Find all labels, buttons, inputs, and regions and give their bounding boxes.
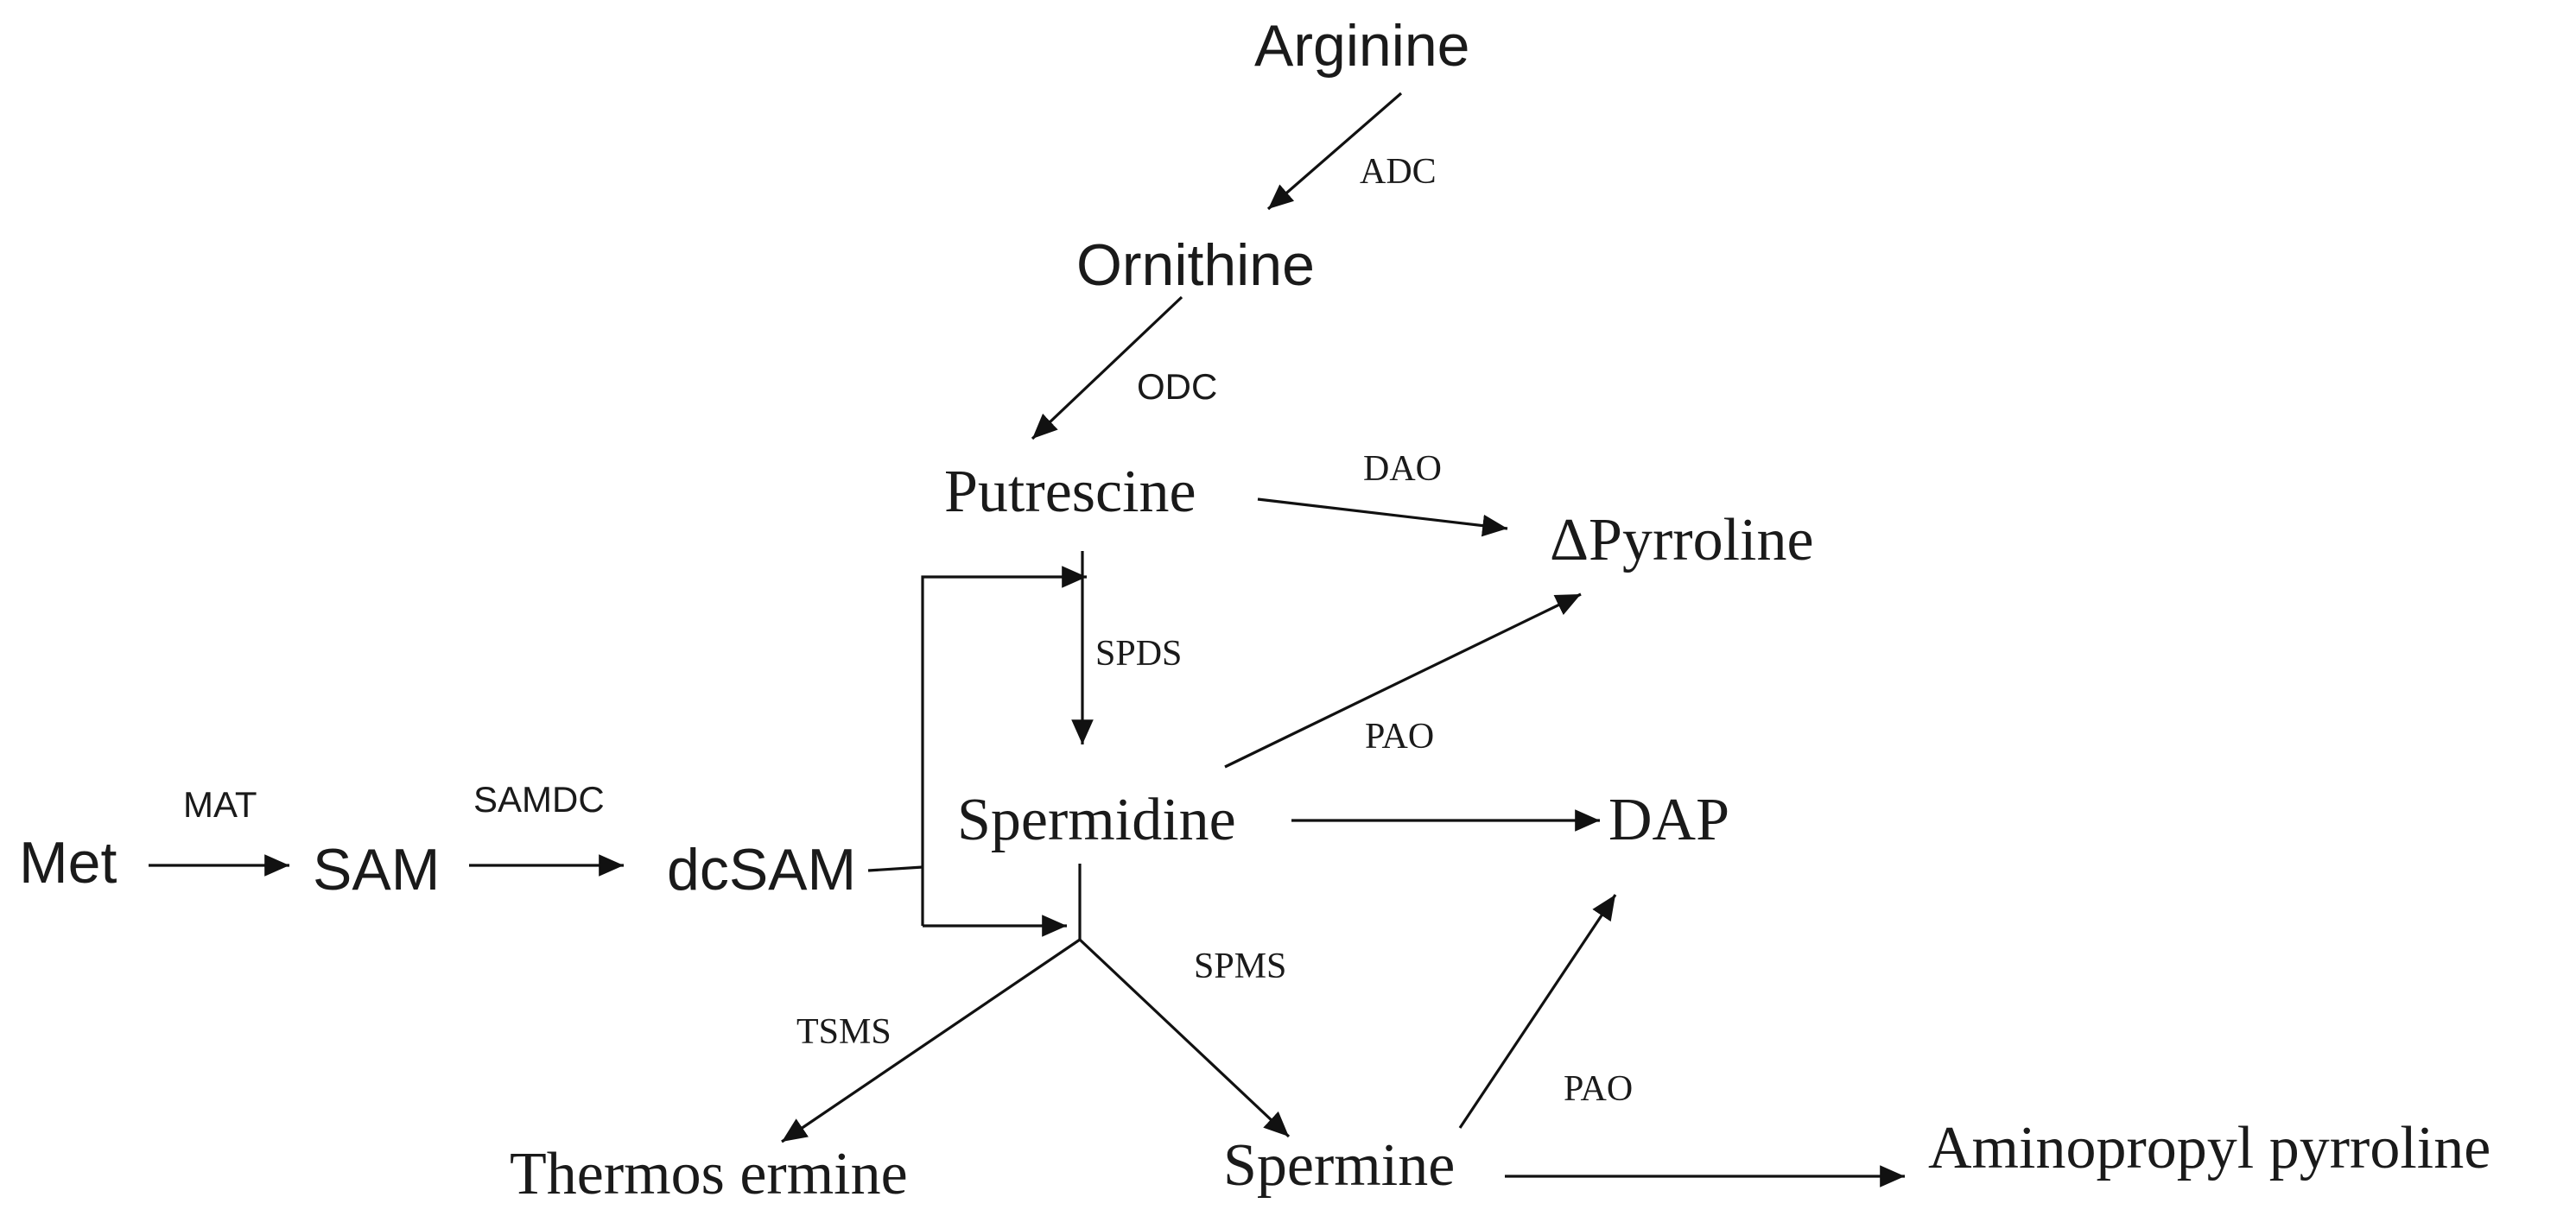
- enzyme-pao-pyrroline: PAO: [1365, 717, 1434, 757]
- edge-ornithine-putrescine: [1031, 295, 1183, 440]
- edge-branch-spermine: [1078, 938, 1291, 1138]
- enzyme-dao: DAO: [1363, 449, 1442, 489]
- edge-dcsam-bracket: [867, 865, 923, 872]
- edge-spermine-dap: [1458, 894, 1617, 1129]
- edge-branch-thermospermine: [781, 938, 1081, 1143]
- enzyme-samdc: SAMDC: [473, 779, 605, 820]
- edge-dcsam-to-putrescine: [921, 566, 1087, 926]
- edge-arginine-ornithine: [1266, 92, 1403, 211]
- node-met: Met: [19, 830, 117, 896]
- node-dcsam: dcSAM: [667, 837, 856, 902]
- node-putrescine: Putrescine: [944, 459, 1196, 525]
- edge-putrescine-pyrroline: [1257, 497, 1508, 537]
- enzyme-spds: SPDS: [1095, 634, 1182, 674]
- node-spermidine: Spermidine: [957, 787, 1236, 853]
- enzyme-tsms: TSMS: [796, 1012, 891, 1052]
- enzyme-mat: MAT: [183, 784, 257, 825]
- node-sam: SAM: [313, 837, 440, 902]
- enzyme-adc: ADC: [1360, 152, 1437, 192]
- node-arginine: Arginine: [1254, 13, 1470, 79]
- node-ornithine: Ornithine: [1076, 232, 1315, 298]
- enzyme-odc: ODC: [1137, 366, 1217, 407]
- node-spermine: Spermine: [1223, 1132, 1455, 1199]
- node-aminopropyl-pyrroline: Aminopropyl pyrroline: [1928, 1115, 2490, 1181]
- enzyme-pao-dap: PAO: [1564, 1069, 1633, 1109]
- node-dap: DAP: [1608, 787, 1729, 853]
- edge-spermidine-pyrroline: [1224, 592, 1582, 769]
- enzyme-spms: SPMS: [1194, 947, 1286, 986]
- node-pyrroline: ΔPyrroline: [1550, 507, 1814, 573]
- node-thermospermine: Thermos ermine: [510, 1141, 908, 1207]
